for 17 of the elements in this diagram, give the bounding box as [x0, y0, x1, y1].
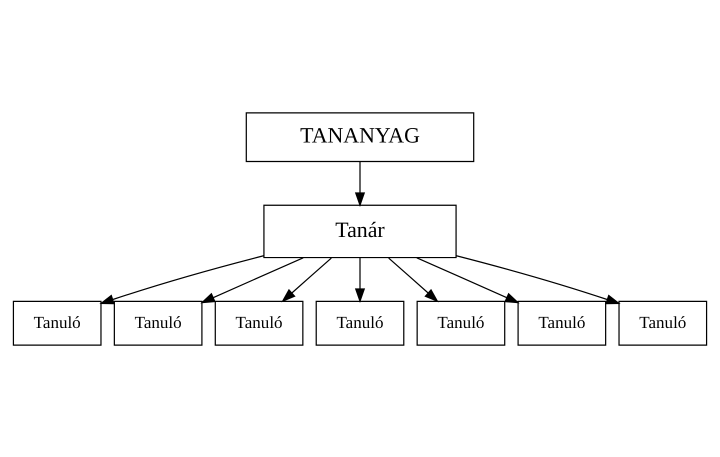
arrow	[354, 258, 366, 302]
node-box: Tanuló	[214, 300, 304, 346]
node-box: Tanár	[263, 204, 457, 258]
arrow	[388, 257, 439, 302]
node-box: Tanuló	[416, 300, 506, 346]
node-box: TANANYAG	[246, 112, 474, 162]
node-box: Tanuló	[12, 300, 102, 346]
arrow	[99, 254, 264, 304]
node-box: Tanuló	[114, 300, 203, 346]
arrow	[281, 257, 332, 302]
arrow	[456, 254, 621, 304]
node-box: Tanuló	[618, 300, 708, 346]
node-box: Tanuló	[517, 300, 606, 346]
arrow	[200, 256, 304, 303]
arrow	[354, 161, 366, 206]
node-box: Tanuló	[316, 300, 404, 346]
arrow	[416, 256, 520, 303]
